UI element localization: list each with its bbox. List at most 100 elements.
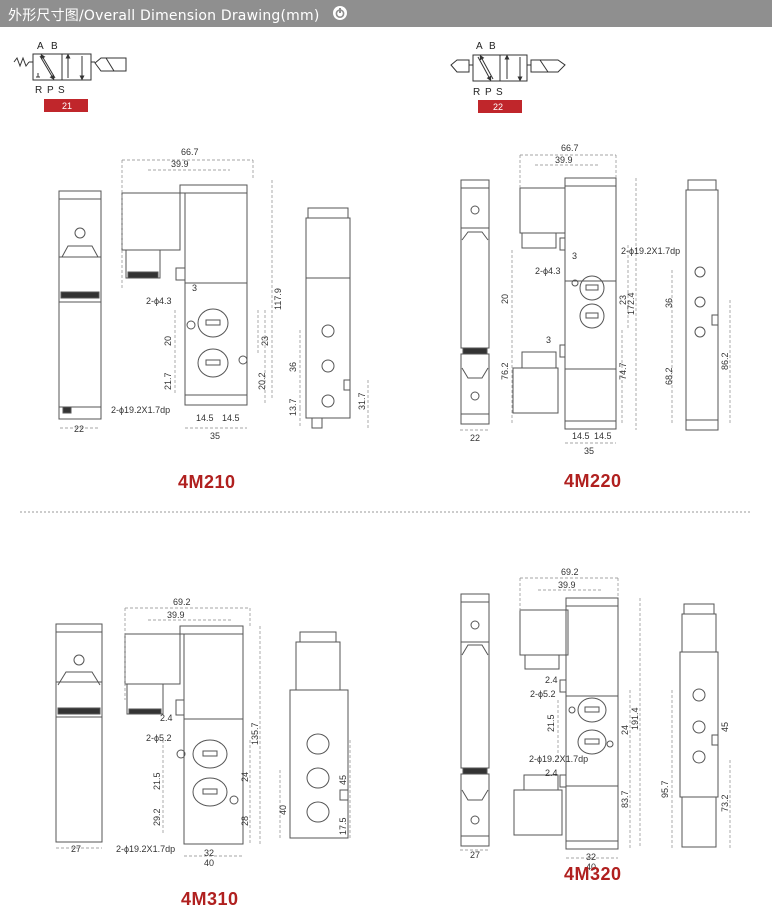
dim-labels-4m320: 69.2 39.9 2.4 2-ϕ5.2 21.5 24 191.4 2-ϕ19…	[470, 567, 730, 872]
model-name-4m220: 4M220	[564, 471, 622, 491]
svg-text:36: 36	[288, 362, 298, 372]
svg-text:14.5: 14.5	[594, 431, 612, 441]
svg-text:2-ϕ5.2: 2-ϕ5.2	[530, 689, 556, 699]
svg-text:27: 27	[71, 844, 81, 854]
svg-text:86.2: 86.2	[720, 352, 730, 370]
dims-4m220	[460, 154, 731, 444]
dims-4m320	[460, 577, 731, 859]
port-label-b: B	[489, 41, 496, 52]
port-label-a: A	[476, 41, 483, 52]
svg-text:13.7: 13.7	[288, 398, 298, 416]
svg-text:2-ϕ4.3: 2-ϕ4.3	[535, 266, 561, 276]
svg-text:32: 32	[586, 852, 596, 862]
svg-text:66.7: 66.7	[181, 147, 199, 157]
svg-text:2-ϕ19.2X1.7dp: 2-ϕ19.2X1.7dp	[621, 246, 680, 256]
svg-text:14.5: 14.5	[196, 413, 214, 423]
svg-text:23: 23	[618, 295, 628, 305]
svg-text:2.4: 2.4	[160, 713, 173, 723]
svg-text:27: 27	[470, 850, 480, 860]
svg-text:36: 36	[664, 298, 674, 308]
svg-text:17.5: 17.5	[338, 817, 348, 835]
svg-text:2-ϕ5.2: 2-ϕ5.2	[146, 733, 172, 743]
svg-text:40: 40	[204, 858, 214, 868]
svg-text:39.9: 39.9	[167, 610, 185, 620]
svg-text:74.7: 74.7	[618, 362, 628, 380]
dims-4m310	[56, 607, 351, 857]
svg-text:24: 24	[240, 772, 250, 782]
svg-text:2-ϕ4.3: 2-ϕ4.3	[146, 296, 172, 306]
drawing-4m210	[58, 184, 351, 429]
svg-text:20: 20	[500, 294, 510, 304]
model-name-4m210: 4M210	[178, 472, 236, 492]
svg-text:95.7: 95.7	[660, 780, 670, 798]
port-label-b: B	[51, 41, 58, 52]
svg-text:39.9: 39.9	[558, 580, 576, 590]
svg-text:45: 45	[338, 775, 348, 785]
svg-text:31.7: 31.7	[357, 392, 367, 410]
svg-text:14.5: 14.5	[222, 413, 240, 423]
svg-text:73.2: 73.2	[720, 794, 730, 812]
svg-text:2-ϕ19.2X1.7dp: 2-ϕ19.2X1.7dp	[116, 844, 175, 854]
svg-text:39.9: 39.9	[555, 155, 573, 165]
svg-text:117.9: 117.9	[273, 288, 283, 310]
svg-text:20: 20	[163, 336, 173, 346]
svg-text:23: 23	[260, 336, 270, 346]
svg-text:32: 32	[204, 848, 214, 858]
svg-text:40: 40	[586, 862, 596, 872]
svg-text:21.7: 21.7	[163, 372, 173, 390]
symbol-code-22: 22	[493, 102, 503, 112]
svg-text:191.4: 191.4	[630, 707, 640, 730]
svg-text:2.4: 2.4	[545, 768, 558, 778]
svg-text:135.7: 135.7	[250, 722, 260, 745]
svg-text:3: 3	[572, 251, 577, 261]
drawing-4m220	[460, 177, 719, 431]
svg-text:40: 40	[278, 805, 288, 815]
symbol-code-21: 21	[62, 101, 72, 111]
svg-text:35: 35	[584, 446, 594, 456]
svg-text:29.2: 29.2	[152, 808, 162, 826]
header-bar: 外形尺寸图/Overall Dimension Drawing(mm)	[0, 0, 772, 27]
svg-text:20.2: 20.2	[257, 372, 267, 390]
port-label-r: R	[473, 87, 480, 98]
port-label-s: S	[58, 85, 65, 96]
symbol-22: A B R P S 22	[450, 41, 566, 113]
svg-text:68.2: 68.2	[664, 367, 674, 385]
dim-labels-4m210: 66.7 39.9 3 2-ϕ4.3 20 21.7 23 20.2 117.9…	[74, 147, 367, 441]
svg-text:28: 28	[240, 816, 250, 826]
power-icon	[333, 6, 347, 20]
svg-text:172.4: 172.4	[626, 292, 636, 315]
drawing-4m320	[460, 593, 719, 850]
symbol-21: A B R P S 21	[13, 41, 127, 112]
svg-text:69.2: 69.2	[173, 597, 191, 607]
svg-text:14.5: 14.5	[572, 431, 590, 441]
svg-text:24: 24	[620, 725, 630, 735]
port-label-p: P	[47, 85, 54, 96]
port-label-r: R	[35, 85, 42, 96]
svg-text:3: 3	[546, 335, 551, 345]
model-name-4m320: 4M320	[564, 864, 622, 884]
drawing-4m310	[55, 623, 349, 845]
svg-text:66.7: 66.7	[561, 143, 579, 153]
svg-text:22: 22	[470, 433, 480, 443]
dim-labels-4m220: 66.7 39.9 3 2-ϕ4.3 2-ϕ19.2X1.7dp 20 23 1…	[470, 143, 730, 456]
port-label-s: S	[496, 87, 503, 98]
svg-text:2-ϕ19.2X1.7dp: 2-ϕ19.2X1.7dp	[529, 754, 588, 764]
model-name-4m310: 4M310	[181, 889, 239, 909]
page-title: 外形尺寸图/Overall Dimension Drawing(mm)	[8, 8, 320, 24]
svg-text:76.2: 76.2	[500, 362, 510, 380]
svg-text:22: 22	[74, 424, 84, 434]
svg-text:21.5: 21.5	[152, 772, 162, 790]
svg-text:35: 35	[210, 431, 220, 441]
dim-labels-4m310: 69.2 39.9 2.4 2-ϕ5.2 21.5 24 135.7 29.2 …	[71, 597, 348, 868]
svg-text:69.2: 69.2	[561, 567, 579, 577]
dims-4m210	[60, 159, 369, 429]
svg-text:83.7: 83.7	[620, 790, 630, 808]
svg-text:45: 45	[720, 722, 730, 732]
port-label-p: P	[485, 87, 492, 98]
svg-text:21.5: 21.5	[546, 714, 556, 732]
svg-text:2.4: 2.4	[545, 675, 558, 685]
port-label-a: A	[37, 41, 44, 52]
svg-text:3: 3	[192, 283, 197, 293]
svg-text:39.9: 39.9	[171, 159, 189, 169]
